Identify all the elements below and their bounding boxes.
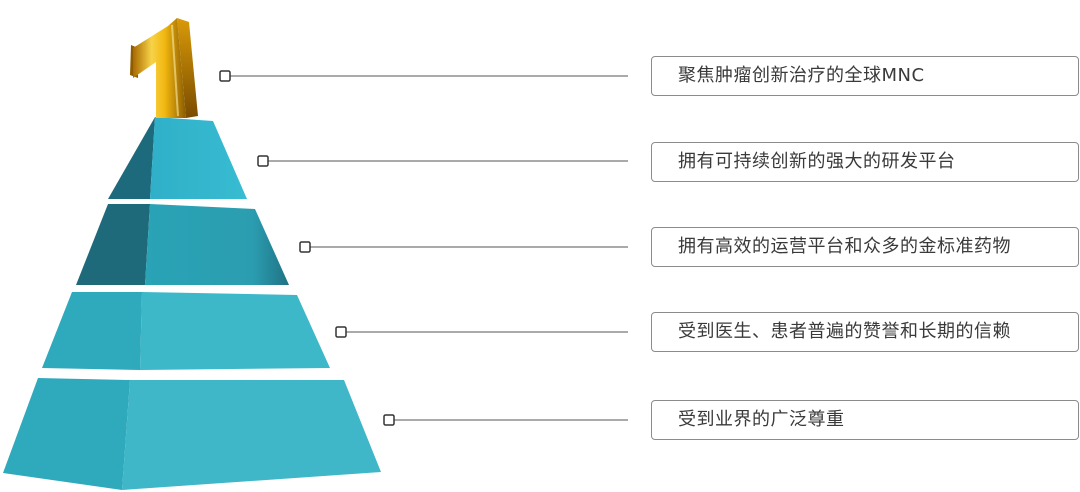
connector-marker-5 [384, 415, 394, 425]
tier-label-box-2: 拥有可持续创新的强大的研发平台 [651, 142, 1079, 182]
tier-label-box-5: 受到业界的广泛尊重 [651, 400, 1079, 440]
tier-label-text-2: 拥有可持续创新的强大的研发平台 [678, 151, 956, 172]
pyramid-tier-1 [108, 117, 247, 199]
connector-lines [220, 71, 628, 425]
tier-label-box-1: 聚焦肿瘤创新治疗的全球MNC [651, 56, 1079, 96]
pyramid-tier-4 [3, 378, 381, 490]
connector-marker-3 [300, 242, 310, 252]
pyramid-tier-3 [42, 292, 330, 370]
tier-label-text-5: 受到业界的广泛尊重 [678, 409, 845, 430]
tier-label-text-3: 拥有高效的运营平台和众多的金标准药物 [678, 236, 1011, 257]
pyramid-tier-2 [76, 204, 289, 285]
tier-label-box-3: 拥有高效的运营平台和众多的金标准药物 [651, 227, 1079, 267]
gold-number-one-icon [130, 18, 198, 118]
connector-marker-2 [258, 156, 268, 166]
connector-marker-4 [336, 327, 346, 337]
tier-label-text-1: 聚焦肿瘤创新治疗的全球MNC [678, 65, 925, 86]
tier-label-text-4: 受到医生、患者普遍的赞誉和长期的信赖 [678, 321, 1011, 342]
connector-marker-1 [220, 71, 230, 81]
tier-label-box-4: 受到医生、患者普遍的赞誉和长期的信赖 [651, 312, 1079, 352]
